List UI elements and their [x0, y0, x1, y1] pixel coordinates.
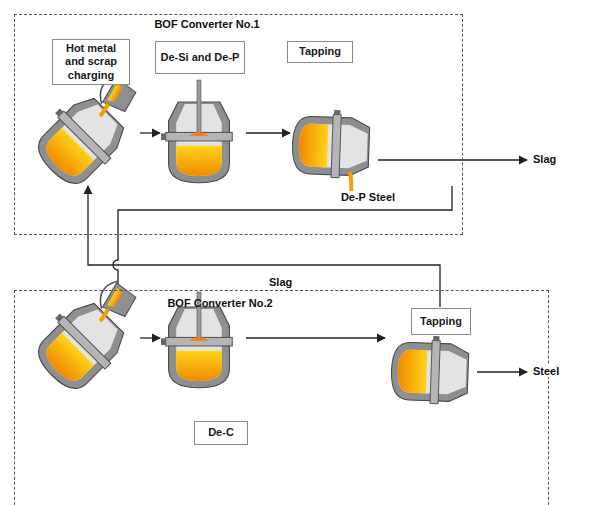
process-box: Tapping	[411, 308, 471, 335]
group-region: BOF Converter No.2TappingDe-C	[14, 290, 549, 505]
process-box: De-C	[194, 421, 248, 445]
region-title: BOF Converter No.1	[154, 18, 259, 30]
flow-label: Slag	[532, 153, 557, 165]
flow-label: Steel	[532, 365, 560, 377]
process-box: De-Si and De-P	[155, 41, 245, 74]
flow-label: De-P Steel	[340, 191, 396, 203]
box-label: De-C	[208, 426, 234, 439]
box-label: Hot metal and scrap charging	[57, 42, 125, 82]
box-label: De-Si and De-P	[161, 51, 240, 64]
box-label: Tapping	[299, 45, 341, 58]
flow-label: Slag	[268, 276, 293, 288]
process-box: Tapping	[287, 41, 353, 63]
box-label: Tapping	[420, 315, 462, 328]
process-box: Hot metal and scrap charging	[52, 39, 130, 85]
region-title: BOF Converter No.2	[167, 297, 272, 309]
